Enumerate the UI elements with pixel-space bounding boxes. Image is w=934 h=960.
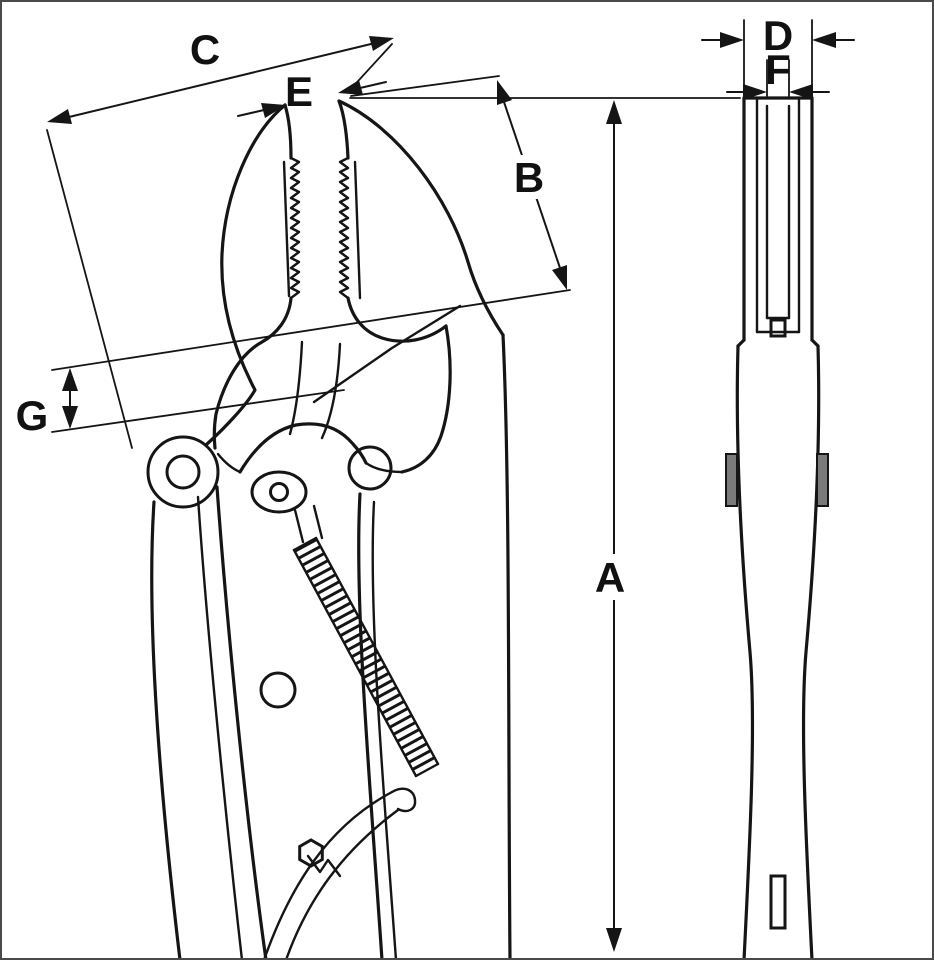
side-slot-block	[769, 318, 787, 338]
pivot-plate-left-edge	[216, 452, 242, 474]
dim-e-tail-right	[359, 81, 387, 89]
dim-a-arrow-bottom	[606, 928, 622, 952]
dimension-E: E	[237, 68, 387, 118]
dim-f-arrow-left	[743, 84, 767, 100]
dimension-D: D	[701, 12, 855, 95]
spring-cap-top	[292, 536, 318, 552]
dimension-label-d: D	[763, 12, 793, 59]
dimension-label-e: E	[285, 68, 313, 115]
side-handle-right-edge	[801, 344, 821, 958]
dim-g-ext-upper	[51, 289, 571, 371]
dimension-G: G	[16, 289, 571, 439]
dim-d-arrow-right	[812, 32, 836, 48]
dim-g-arrow-up	[62, 368, 78, 391]
dim-a-arrow-top	[606, 100, 622, 124]
fixed-jaw-teeth	[338, 156, 350, 300]
dim-d-arrow-left	[720, 32, 744, 48]
spring-link-line-1	[293, 508, 305, 544]
fixed-jaw-tooth-root-line	[353, 160, 362, 300]
dim-f-arrow-right	[789, 84, 813, 100]
dim-e-arrow-right	[338, 80, 363, 95]
spring-coil	[294, 538, 438, 776]
jaw-shank-line-right	[320, 342, 342, 440]
pivot-plate-dome-right	[364, 461, 404, 474]
pivot-hole-right	[347, 445, 393, 491]
dim-e-tail-left	[237, 109, 265, 117]
spring-cap-bottom	[414, 762, 440, 778]
dim-b-label-mask	[509, 155, 549, 199]
spring-link-line-2	[312, 504, 324, 540]
dimension-label-c: C	[190, 26, 220, 73]
dimension-annotations: C E B A	[16, 12, 855, 952]
pliers-side-view	[725, 96, 829, 958]
jaw-shank-line-left	[288, 340, 304, 436]
dimension-A: A	[349, 97, 741, 952]
dim-b-ext-top	[350, 75, 500, 97]
link-pin-hole	[269, 482, 289, 502]
left-jaw-teeth	[289, 156, 301, 300]
jaw-throat-notch	[312, 304, 462, 404]
release-lever-edge-2	[285, 808, 400, 958]
side-handle-slot	[769, 874, 787, 930]
fixed-handle-right-edge	[501, 333, 512, 958]
left-jaw-tooth-root-line	[282, 160, 291, 298]
pivot-hole-left	[165, 454, 201, 490]
dimension-label-f: F	[765, 46, 791, 93]
dim-a-label-mask	[592, 554, 630, 600]
pivot-plate-dome	[238, 422, 368, 474]
dim-e-arrow-left	[261, 103, 286, 118]
dim-c-ext-left	[46, 129, 133, 449]
dim-g-arrow-down	[62, 406, 78, 429]
dim-b-arrow-top	[497, 80, 512, 105]
lower-handle-left-edge	[150, 500, 182, 958]
dim-c-line	[68, 43, 372, 118]
left-jaw-lower-edge	[212, 296, 293, 450]
spring-edge-right	[314, 536, 440, 766]
fixed-jaw-throat	[346, 296, 448, 343]
dimension-B: B	[350, 75, 567, 290]
left-jaw-tip	[283, 103, 293, 160]
fixed-handle-inner-line	[371, 500, 398, 958]
dim-g-ext-lower	[51, 389, 345, 433]
left-jaw-outer-edge	[205, 103, 287, 446]
lower-handle-right-edge	[215, 485, 268, 958]
dim-c-arrow-left	[47, 109, 72, 124]
side-handle-left-edge	[735, 344, 755, 958]
release-lever-hook	[390, 787, 417, 813]
dimension-F: F	[726, 46, 830, 100]
dim-b-arrow-bottom	[552, 265, 567, 290]
fixed-jaw-outer-edge	[337, 99, 505, 337]
pivot-boss	[146, 435, 220, 509]
dim-c-arrow-right	[369, 36, 394, 51]
dimension-label-g: G	[16, 392, 49, 439]
pliers-front-view	[146, 99, 512, 958]
fixed-jaw-tip	[337, 99, 350, 160]
release-lever-serration	[306, 854, 342, 878]
lower-handle-channel-line	[196, 495, 243, 958]
handle-hole	[259, 671, 297, 709]
fixed-handle-left-edge	[357, 492, 384, 958]
fixed-jaw-neck	[400, 324, 452, 474]
dimension-C: C	[46, 26, 394, 449]
dimension-label-a: A	[595, 554, 625, 601]
dimension-label-b: B	[514, 154, 544, 201]
link-boss-outline	[250, 470, 308, 514]
grip-tab-left	[725, 453, 738, 507]
spring-edge-left	[292, 548, 418, 778]
grip-tab-right	[816, 453, 829, 507]
